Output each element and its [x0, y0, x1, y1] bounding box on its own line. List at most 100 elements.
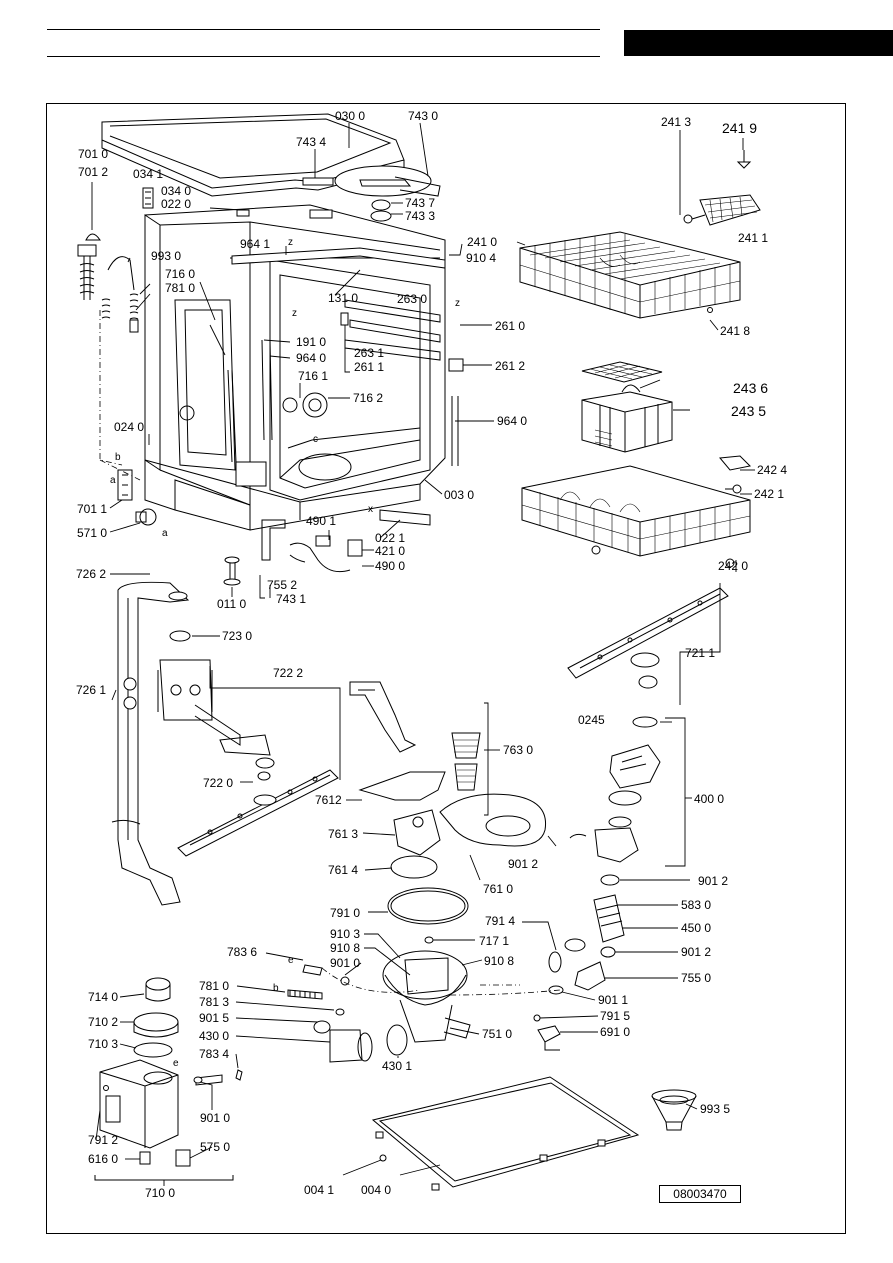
marker-z-3: z: [455, 298, 460, 309]
drain-hose-parts: [533, 874, 625, 1051]
label-261-1: 261 1: [354, 360, 384, 374]
marker-z-2: z: [292, 308, 297, 319]
label-034-0: 034 0: [161, 184, 191, 198]
label-263-0: 263 0: [397, 292, 427, 306]
marker-c-1: c: [313, 434, 318, 445]
marker-z-1: z: [288, 237, 293, 248]
marker-a-1: a: [110, 475, 116, 486]
label-583-0: 583 0: [681, 898, 711, 912]
header-rule-top: [47, 29, 600, 30]
water-softener: [94, 977, 243, 1181]
label-901-1: 901 1: [598, 993, 628, 1007]
label-241-1: 241 1: [738, 231, 768, 245]
label-716-1: 716 1: [298, 369, 328, 383]
label-910-3: 910 3: [330, 927, 360, 941]
label-034-1: 034 1: [133, 167, 163, 181]
label-242-4: 242 4: [757, 463, 787, 477]
label-022-0: 022 0: [161, 197, 191, 211]
marker-a-2: a: [162, 528, 168, 539]
label-024-0: 024 0: [114, 420, 144, 434]
marker-e-1: e: [288, 955, 294, 966]
label-701-0: 701 0: [78, 147, 108, 161]
marker-b-2: b: [273, 983, 279, 994]
label-781-3: 781 3: [199, 995, 229, 1009]
label-716-0: 716 0: [165, 267, 195, 281]
label-710-3: 710 3: [88, 1037, 118, 1051]
label-964-1: 964 1: [240, 237, 270, 251]
label-243-5: 243 5: [731, 403, 766, 419]
label-781-0-top: 781 0: [165, 281, 195, 295]
upper-spray-arm: [567, 587, 729, 689]
label-0245: 0245: [578, 713, 605, 727]
label-241-0: 241 0: [467, 235, 497, 249]
marker-b-1: b: [115, 452, 121, 463]
header-black-bar: [624, 30, 893, 56]
label-901-2-a: 901 2: [508, 857, 538, 871]
label-261-0: 261 0: [495, 319, 525, 333]
marker-e-2: e: [173, 1058, 179, 1069]
label-723-0: 723 0: [222, 629, 252, 643]
label-901-0-b: 901 0: [200, 1111, 230, 1125]
label-791-4: 791 4: [485, 914, 515, 928]
label-761-0: 761 0: [483, 882, 513, 896]
connection-markers: z z z b a a c x e b e: [110, 237, 460, 1069]
label-261-2: 261 2: [495, 359, 525, 373]
label-910-4: 910 4: [466, 251, 496, 265]
label-243-6: 243 6: [733, 380, 768, 396]
label-964-0-inner: 964 0: [296, 351, 326, 365]
label-022-1: 022 1: [375, 531, 405, 545]
label-743-7: 743 7: [405, 196, 435, 210]
label-701-1: 701 1: [77, 502, 107, 516]
label-242-1: 242 1: [754, 487, 784, 501]
label-781-0-b: 781 0: [199, 979, 229, 993]
filter-assembly: [349, 681, 547, 879]
diagram-frame: [46, 103, 846, 1234]
label-993-0: 993 0: [151, 249, 181, 263]
document-code-box: 08003470: [659, 1185, 741, 1203]
tub-part: [144, 204, 464, 531]
header-rule-bottom: [47, 56, 600, 57]
label-716-2: 716 2: [353, 391, 383, 405]
label-131-0: 131 0: [328, 291, 358, 305]
label-003-0: 003 0: [444, 488, 474, 502]
label-242-0: 242 0: [718, 559, 748, 573]
upper-basket: [519, 150, 761, 319]
circulation-pump: [569, 716, 661, 863]
label-726-2: 726 2: [76, 567, 106, 581]
label-714-0: 714 0: [88, 990, 118, 1004]
label-993-5: 993 5: [700, 1102, 730, 1116]
hinge-assembly: [77, 187, 157, 526]
label-763-0: 763 0: [503, 743, 533, 757]
part-labels: 030 0 743 0 743 4 743 7 743 3 701 0 701 …: [76, 109, 787, 1200]
label-241-3: 241 3: [661, 115, 691, 129]
label-901-2-b: 901 2: [698, 874, 728, 888]
label-791-0: 791 0: [330, 906, 360, 920]
label-241-8: 241 8: [720, 324, 750, 338]
label-910-8-a: 910 8: [330, 941, 360, 955]
tub-bottom-parts: [223, 519, 363, 586]
label-901-0-a: 901 0: [330, 956, 360, 970]
sump-assembly: [287, 887, 561, 1063]
salt-funnel: [651, 1089, 697, 1131]
label-7612: 7612: [315, 793, 342, 807]
label-791-5: 791 5: [600, 1009, 630, 1023]
label-910-8-b: 910 8: [484, 954, 514, 968]
label-761-3: 761 3: [328, 827, 358, 841]
label-430-1: 430 1: [382, 1059, 412, 1073]
label-263-1: 263 1: [354, 346, 384, 360]
label-191-0: 191 0: [296, 335, 326, 349]
label-783-6: 783 6: [227, 945, 257, 959]
label-575-0: 575 0: [200, 1140, 230, 1154]
label-710-0: 710 0: [145, 1186, 175, 1200]
label-743-4: 743 4: [296, 135, 326, 149]
label-791-2: 791 2: [88, 1133, 118, 1147]
label-004-0: 004 0: [361, 1183, 391, 1197]
worktop-part: [101, 113, 441, 222]
lower-basket: [521, 455, 752, 568]
label-717-1: 717 1: [479, 934, 509, 948]
label-964-0-outer: 964 0: [497, 414, 527, 428]
label-721-1: 721 1: [685, 646, 715, 660]
label-901-2-c: 901 2: [681, 945, 711, 959]
label-701-2: 701 2: [78, 165, 108, 179]
lower-spray-arm: [157, 630, 339, 857]
